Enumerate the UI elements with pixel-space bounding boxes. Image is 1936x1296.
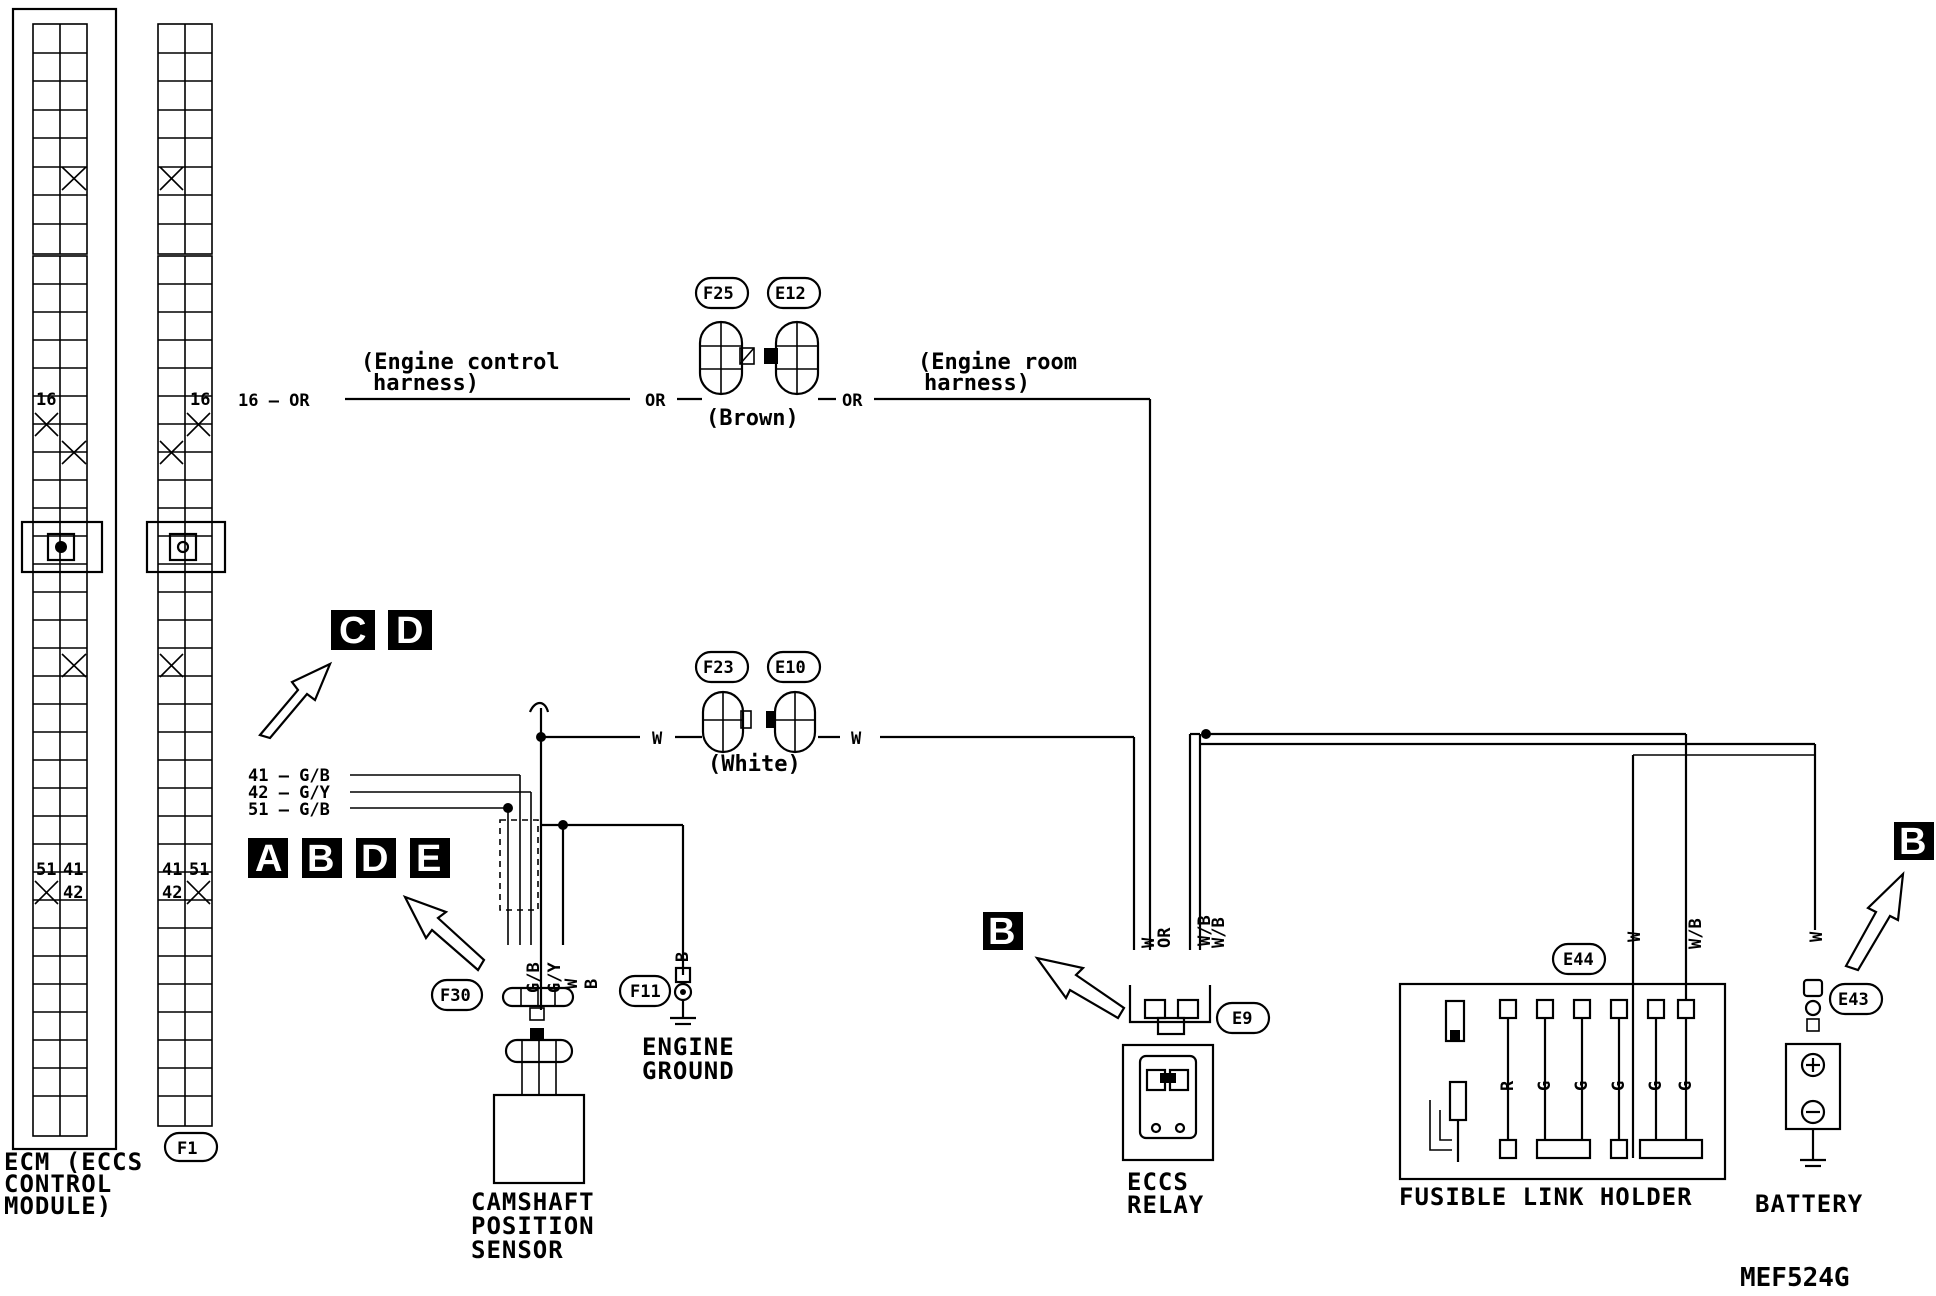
engine-ground: B F11 ENGINE GROUND bbox=[618, 952, 735, 1085]
svg-text:ECM (ECCS: ECM (ECCS bbox=[4, 1148, 143, 1176]
brown-label: (Brown) bbox=[706, 406, 799, 431]
svg-text:POSITION: POSITION bbox=[471, 1212, 595, 1240]
ref-box-b-relay: B bbox=[988, 911, 1015, 953]
svg-text:OR: OR bbox=[645, 391, 666, 411]
ref-box-a: A bbox=[255, 838, 282, 880]
svg-text:harness): harness) bbox=[924, 371, 1030, 396]
ecm-terminal-51: 51 bbox=[36, 860, 56, 880]
ecm-label: ECM (ECCS CONTROL MODULE) bbox=[4, 1148, 143, 1220]
fusible-link-holder-label: FUSIBLE LINK HOLDER bbox=[1399, 1183, 1693, 1211]
wb-bus: W W/B W bbox=[1200, 732, 1827, 1158]
f1-terminal-16: 16 bbox=[190, 390, 210, 410]
svg-text:R: R bbox=[1498, 1080, 1518, 1091]
f11-label: F11 bbox=[630, 982, 661, 1002]
connector-f25-e12: F25 E12 (Brown) bbox=[694, 276, 822, 431]
svg-text:OR: OR bbox=[842, 391, 863, 411]
e12-label: E12 bbox=[775, 284, 806, 304]
svg-text:RELAY: RELAY bbox=[1127, 1191, 1204, 1219]
svg-text:G: G bbox=[1646, 1081, 1666, 1091]
svg-text:W: W bbox=[562, 978, 582, 989]
e9-label: E9 bbox=[1232, 1009, 1252, 1029]
svg-text:W: W bbox=[1807, 931, 1827, 942]
terminal-41-row: 41 — G/B bbox=[248, 766, 330, 786]
ref-box-b: B bbox=[307, 838, 334, 880]
ecm-terminal-16: 16 bbox=[36, 390, 56, 410]
svg-text:G: G bbox=[1676, 1081, 1696, 1091]
ref-b-relay: B bbox=[983, 911, 1126, 1020]
f1-connector: 16 41 51 42 F1 bbox=[145, 23, 227, 1163]
svg-text:W/B: W/B bbox=[1195, 915, 1215, 946]
e43-label: E43 bbox=[1838, 990, 1869, 1010]
f1-terminal-51: 51 bbox=[189, 860, 209, 880]
f30-label: F30 bbox=[440, 986, 471, 1006]
svg-text:SENSOR: SENSOR bbox=[471, 1236, 564, 1264]
figure-code: MEF524G bbox=[1740, 1263, 1850, 1293]
eccs-relay: W OR W/B W/B E9 ECCS RELAY bbox=[1121, 729, 1271, 1219]
ref-abde: A B D E bbox=[248, 838, 486, 972]
f1-label: F1 bbox=[177, 1139, 197, 1159]
svg-text:ENGINE: ENGINE bbox=[642, 1033, 735, 1061]
svg-text:GROUND: GROUND bbox=[642, 1057, 735, 1085]
ref-b-battery: B bbox=[1844, 821, 1934, 972]
camshaft-sensor-label: CAMSHAFT POSITION SENSOR bbox=[471, 1188, 595, 1264]
terminal-42-row: 42 — G/Y bbox=[248, 783, 331, 803]
battery: E43 BATTERY bbox=[1755, 978, 1884, 1218]
svg-text:MODULE): MODULE) bbox=[4, 1192, 112, 1220]
f1-terminal-42: 42 bbox=[162, 883, 182, 903]
svg-text:harness): harness) bbox=[373, 371, 479, 396]
svg-text:W/B: W/B bbox=[1686, 918, 1706, 949]
engine-room-harness-label: (Engine room bbox=[918, 350, 1077, 375]
fusible-link-holder: E44 R G G G G G FUSIBLE LINK HOLDER bbox=[1398, 942, 1727, 1211]
or-wire-top: 16 — OR (Engine control harness) OR OR (… bbox=[238, 350, 1152, 950]
svg-text:G: G bbox=[1535, 1081, 1555, 1091]
ecm-terminal-42: 42 bbox=[63, 883, 83, 903]
ref-cd: C D bbox=[258, 610, 432, 740]
ref-box-c: C bbox=[339, 610, 366, 652]
svg-text:W: W bbox=[851, 729, 862, 749]
ecm-connector: 16 51 41 42 bbox=[11, 7, 118, 1151]
svg-text:G/Y: G/Y bbox=[545, 962, 565, 993]
svg-text:W: W bbox=[652, 729, 663, 749]
f25-label: F25 bbox=[703, 284, 734, 304]
engine-control-harness-label: (Engine control bbox=[361, 350, 560, 375]
svg-text:G/B: G/B bbox=[524, 962, 544, 993]
ref-box-d2: D bbox=[361, 838, 388, 880]
f1-terminal-41: 41 bbox=[162, 860, 182, 880]
w-wire: W W bbox=[528, 701, 1136, 1010]
svg-text:W: W bbox=[1139, 937, 1159, 948]
e44-label: E44 bbox=[1563, 950, 1594, 970]
ref-box-e: E bbox=[416, 838, 441, 880]
ecm-terminal-41: 41 bbox=[63, 860, 83, 880]
svg-text:B: B bbox=[673, 952, 693, 962]
connector-f23-e10: F23 E10 (White) bbox=[694, 650, 822, 777]
svg-text:OR: OR bbox=[1155, 927, 1175, 948]
e10-label: E10 bbox=[775, 658, 806, 678]
sensor-wiring: 41 — G/B 42 — G/Y 51 — G/B G/B G/Y W B F… bbox=[248, 766, 685, 1185]
ref-box-b-battery: B bbox=[1899, 821, 1926, 863]
svg-text:CAMSHAFT: CAMSHAFT bbox=[471, 1188, 595, 1216]
ref-box-d: D bbox=[396, 610, 423, 652]
f23-label: F23 bbox=[703, 658, 734, 678]
svg-text:ECCS: ECCS bbox=[1127, 1168, 1189, 1196]
svg-text:W: W bbox=[1625, 931, 1645, 942]
svg-text:G: G bbox=[1572, 1081, 1592, 1091]
svg-text:B: B bbox=[582, 979, 602, 989]
white-label: (White) bbox=[708, 752, 801, 777]
battery-label: BATTERY bbox=[1755, 1190, 1863, 1218]
svg-text:CONTROL: CONTROL bbox=[4, 1170, 112, 1198]
terminal-16-or-label: 16 — OR bbox=[238, 391, 310, 411]
terminal-51-row: 51 — G/B bbox=[248, 800, 330, 820]
svg-text:G: G bbox=[1609, 1081, 1629, 1091]
svg-text:W/B: W/B bbox=[1209, 917, 1229, 948]
